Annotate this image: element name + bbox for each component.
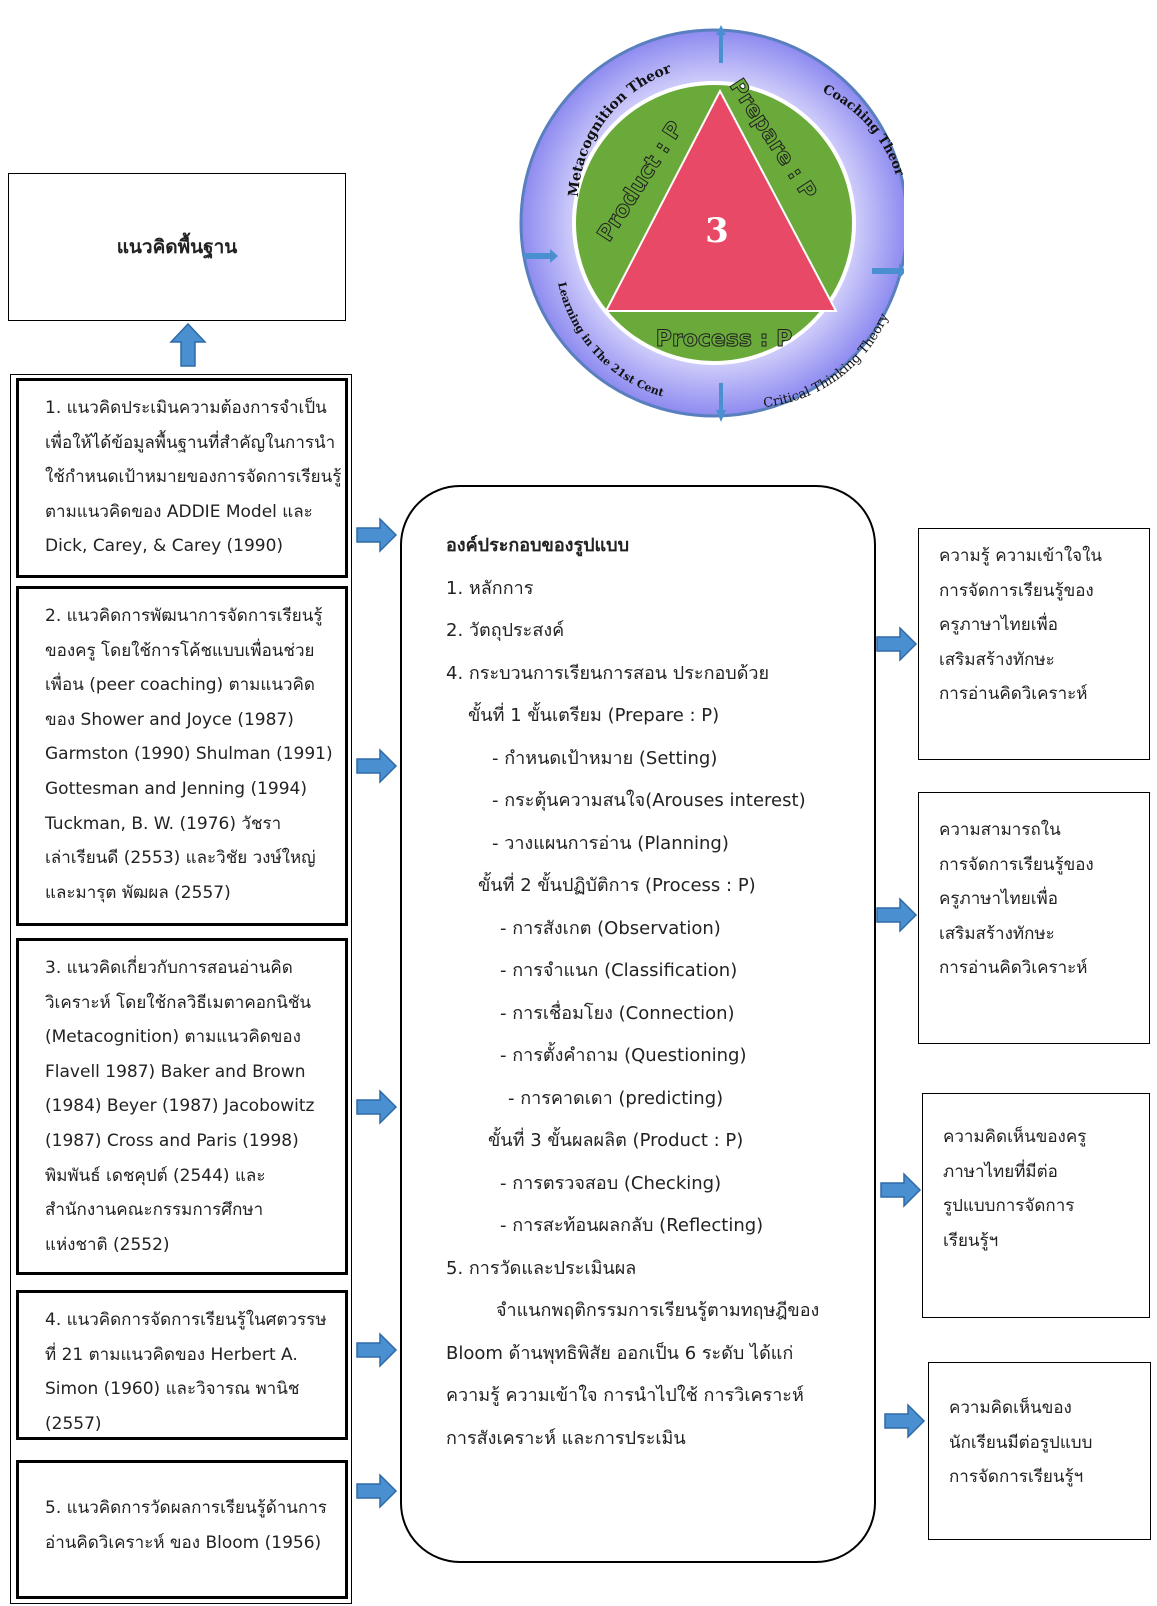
outcome-2-line: เสริมสร้างทักษะ xyxy=(939,923,1055,944)
concept-4-line: ที่ 21 ตามแนวคิดของ Herbert A. xyxy=(45,1344,298,1365)
concept-3-line: สำนักงานคณะกรรมการศึกษา xyxy=(45,1200,264,1221)
ring-arrow-right xyxy=(872,263,904,279)
component-line: ขั้นที่ 1 ขั้นเตรียม (Prepare : P) xyxy=(468,705,720,726)
outcome-1-line: ความรู้ ความเข้าใจใน xyxy=(939,546,1103,566)
outcome-3-line: รูปแบบการจัดการ xyxy=(943,1196,1075,1217)
outcome-3-line: ภาษาไทยที่มีต่อ xyxy=(943,1161,1058,1182)
concept-box-4: 4. แนวคิดการจัดการเรียนรู้ในศตวรรษ ที่ 2… xyxy=(16,1290,348,1440)
component-line: - การตั้งคำถาม (Questioning) xyxy=(500,1045,747,1066)
outcome-1-line: เสริมสร้างทักษะ xyxy=(939,649,1055,670)
concept-3-line: วิเคราะห์ โดยใช้กลวิธีเมตาคอกนิชัน xyxy=(45,992,312,1013)
component-line: 2. วัตถุประสงค์ xyxy=(446,620,565,641)
outcome-box-4: ความคิดเห็นของ นักเรียนมีต่อรูปแบบ การจั… xyxy=(928,1362,1151,1540)
concept-2-line: ของครู โดยใช้การโค้ชแบบเพื่อนช่วย xyxy=(45,640,315,661)
right-arrow-icon xyxy=(356,1332,398,1368)
components-title: องค์ประกอบของรูปแบบ xyxy=(446,535,629,556)
component-line: Bloom ด้านพุทธิพิสัย ออกเป็น 6 ระดับ ได้… xyxy=(446,1342,794,1364)
concept-2-line: เล่าเรียนดี (2553) และวิชัย วงษ์ใหญ่ xyxy=(45,848,316,869)
concept-box-2: 2. แนวคิดการพัฒนาการจัดการเรียนรู้ ของคร… xyxy=(16,586,348,926)
right-arrow-icon xyxy=(356,517,398,553)
foundation-concept-box: แนวคิดพื้นฐาน xyxy=(8,173,346,321)
right-arrow-icon xyxy=(356,748,398,784)
concept-box-5: 5. แนวคิดการวัดผลการเรียนรู้ด้านการ อ่าน… xyxy=(16,1460,348,1599)
component-line: 4. กระบวนการเรียนการสอน ประกอบด้วย xyxy=(446,662,770,684)
concept-2-line: เพื่อน (peer coaching) ตามแนวคิด xyxy=(45,675,315,696)
component-line: ความรู้ ความเข้าใจ การนำไปใช้ การวิเคราะ… xyxy=(446,1385,804,1406)
outcome-3-line: เรียนรู้ฯ xyxy=(943,1230,999,1251)
component-line: - วางแผนการอ่าน (Planning) xyxy=(492,832,729,854)
outcome-1-line: การจัดการเรียนรู้ของ xyxy=(939,580,1094,601)
concept-3-line: (1987) Cross and Paris (1998) xyxy=(45,1130,299,1151)
center-number: 3 xyxy=(705,211,729,251)
component-line: - การจำแนก (Classification) xyxy=(500,960,738,981)
right-arrow-icon xyxy=(876,626,918,662)
right-arrow-icon xyxy=(356,1089,398,1125)
concept-3-line: พิมพันธ์ เดชคุปต์ (2544) และ xyxy=(45,1165,266,1186)
ring-arrow-bottom xyxy=(716,383,726,422)
right-arrow-icon xyxy=(880,1172,922,1208)
concept-1-line: เพื่อให้ได้ข้อมูลพื้นฐานที่สำคัญในการนำ xyxy=(45,432,336,453)
component-line: - การคาดเดา (predicting) xyxy=(508,1087,724,1109)
concept-1-line: ตามแนวคิดของ ADDIE Model และ xyxy=(45,501,313,522)
concept-5-line: 5. แนวคิดการวัดผลการเรียนรู้ด้านการ xyxy=(45,1498,327,1518)
concept-box-3: 3. แนวคิดเกี่ยวกับการสอนอ่านคิด วิเคราะห… xyxy=(16,938,348,1275)
concept-1-line: Dick, Carey, & Carey (1990) xyxy=(45,536,284,557)
outcome-4-line: นักเรียนมีต่อรูปแบบ xyxy=(949,1432,1093,1453)
concept-4-line: 4. แนวคิดการจัดการเรียนรู้ในศตวรรษ xyxy=(45,1310,327,1330)
outcome-1-line: ครูภาษาไทยเพื่อ xyxy=(939,615,1058,636)
foundation-concept-title: แนวคิดพื้นฐาน xyxy=(116,236,238,258)
component-line: - กระตุ้นความสนใจ(Arouses interest) xyxy=(492,790,806,811)
concept-4-line: Simon (1960) และวิจารณ พานิช xyxy=(45,1379,300,1400)
concept-3-line: (Metacognition) ตามแนวคิดของ xyxy=(45,1027,301,1048)
concept-2-line: Garmston (1990) Shulman (1991) xyxy=(45,744,333,765)
outcome-4-line: ความคิดเห็นของ xyxy=(949,1398,1072,1418)
outcome-box-2: ความสามารถใน การจัดการเรียนรู้ของ ครูภาษ… xyxy=(918,792,1150,1044)
center-triangle xyxy=(604,88,838,312)
outcome-4-line: การจัดการเรียนรู้ฯ xyxy=(949,1467,1084,1488)
concept-2-line: และมารุต พัฒผล (2557) xyxy=(45,882,231,903)
outcome-2-line: การจัดการเรียนรู้ของ xyxy=(939,854,1094,875)
concept-3-line: 3. แนวคิดเกี่ยวกับการสอนอ่านคิด xyxy=(45,958,293,978)
concept-3-line: แห่งชาติ (2552) xyxy=(45,1234,170,1255)
right-arrow-icon xyxy=(884,1403,926,1439)
concept-1-line: ใช้กำหนดเป้าหมายของการจัดการเรียนรู้ xyxy=(45,467,342,488)
concept-3-line: (1984) Beyer (1987) Jacobowitz xyxy=(45,1096,315,1117)
component-line: จำแนกพฤติกรรมการเรียนรู้ตามทฤษฎีของ xyxy=(496,1300,820,1321)
component-line: - การเชื่อมโยง (Connection) xyxy=(500,1002,735,1024)
components-list: 1. หลักการ 2. วัตถุประสงค์ 4. กระบวนการเรี… xyxy=(446,568,874,1461)
model-circle-diagram: Metacognition Theory Coaching Theory Lea… xyxy=(514,5,904,422)
outcome-box-3: ความคิดเห็นของครู ภาษาไทยที่มีต่อ รูปแบบ… xyxy=(922,1093,1150,1318)
concept-4-line: (2557) xyxy=(45,1413,102,1434)
outcome-2-line: การอ่านคิดวิเคราะห์ xyxy=(939,958,1088,979)
concept-2-line: Tuckman, B. W. (1976) วัชรา xyxy=(45,813,282,834)
component-line: - กำหนดเป้าหมาย (Setting) xyxy=(492,747,718,769)
concept-2-line: 2. แนวคิดการพัฒนาการจัดการเรียนรู้ xyxy=(45,606,323,626)
component-line: 5. การวัดและประเมินผล xyxy=(446,1257,637,1279)
right-arrow-icon xyxy=(876,897,918,933)
concept-box-1: 1. แนวคิดประเมินความต้องการจำเป็น เพื่อใ… xyxy=(16,378,348,578)
outcome-2-line: ครูภาษาไทยเพื่อ xyxy=(939,889,1058,910)
up-arrow-icon xyxy=(169,322,207,367)
component-line: - การสะท้อนผลกลับ (Reflecting) xyxy=(500,1215,764,1236)
concept-3-line: Flavell 1987) Baker and Brown xyxy=(45,1061,306,1082)
component-line: - การตรวจสอบ (Checking) xyxy=(500,1172,722,1194)
outcome-box-1: ความรู้ ความเข้าใจใน การจัดการเรียนรู้ขอ… xyxy=(918,528,1150,760)
concept-5-line: อ่านคิดวิเคราะห์ ของ Bloom (1956) xyxy=(45,1532,322,1553)
component-line: การสังเคราะห์ และการประเมิน xyxy=(446,1427,686,1449)
concept-1-line: 1. แนวคิดประเมินความต้องการจำเป็น xyxy=(45,398,327,418)
component-line: ขั้นที่ 2 ขั้นปฏิบัติการ (Process : P) xyxy=(478,875,756,896)
component-line: 1. หลักการ xyxy=(446,577,534,599)
model-components-box: องค์ประกอบของรูปแบบ 1. หลักการ 2. วัตถุปร… xyxy=(400,485,876,1563)
outcome-3-line: ความคิดเห็นของครู xyxy=(943,1127,1087,1147)
side-label-process: Process : P xyxy=(656,327,792,352)
component-line: - การสังเกต (Observation) xyxy=(500,917,721,939)
right-arrow-icon xyxy=(356,1473,398,1509)
outcome-2-line: ความสามารถใน xyxy=(939,820,1061,840)
ring-arrow-left xyxy=(524,249,558,263)
ring-arrow-top xyxy=(716,25,726,63)
component-line: ขั้นที่ 3 ขั้นผลผลิต (Product : P) xyxy=(488,1130,744,1151)
concept-2-line: ของ Shower and Joyce (1987) xyxy=(45,709,294,730)
concept-2-line: Gottesman and Jenning (1994) xyxy=(45,778,308,799)
outcome-1-line: การอ่านคิดวิเคราะห์ xyxy=(939,684,1088,705)
